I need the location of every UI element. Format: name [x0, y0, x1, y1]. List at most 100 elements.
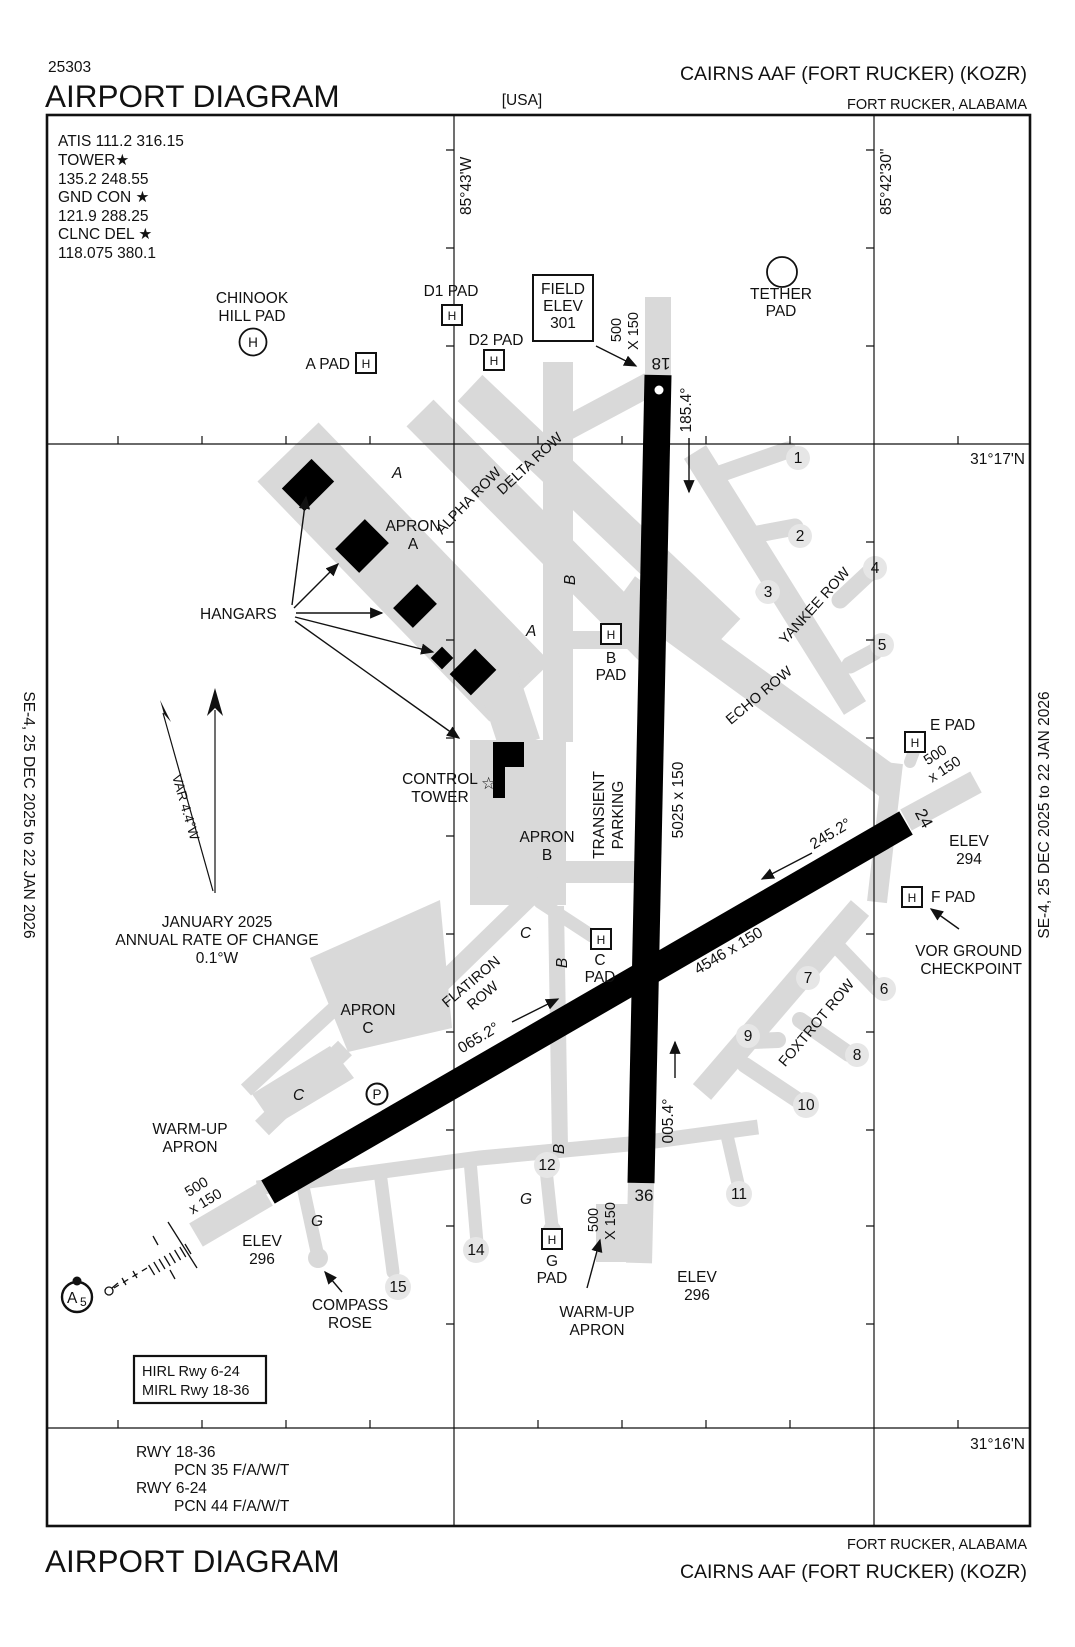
magnetic-north-line: [162, 712, 214, 892]
b-pad-label-2: PAD: [596, 667, 627, 684]
rwy36-number: 36: [635, 1186, 654, 1205]
apron-b-l2: B: [542, 847, 552, 864]
f-pad-icon: H: [901, 886, 923, 908]
svg-text:4: 4: [871, 560, 880, 577]
overrun18-l1: 500: [609, 318, 625, 342]
svg-text:G: G: [520, 1191, 532, 1208]
right-margin-dates: SE-4, 25 DEC 2025 to 22 JAN 2026: [1036, 691, 1053, 938]
footer-airport-title: CAIRNS AAF (FORT RUCKER) (KOZR): [680, 1561, 1027, 1583]
chinook-helipad-icon: H: [238, 327, 268, 357]
lon-left-label: 85°43'W: [458, 156, 475, 215]
apron-c-l1: APRON: [340, 1002, 395, 1019]
overrun24-label: 500 x 150: [921, 742, 964, 786]
elev6-l2: 296: [249, 1251, 275, 1268]
field-elev-3: 301: [550, 315, 576, 332]
annotation-arrows: [291, 345, 960, 1293]
svg-text:3: 3: [764, 584, 773, 601]
apron-c-l2: C: [362, 1020, 373, 1037]
apron-c-area: [310, 900, 452, 1052]
svg-text:15: 15: [389, 1279, 406, 1296]
svg-text:C: C: [520, 925, 532, 942]
svg-text:C: C: [293, 1087, 305, 1104]
hangars-label: HANGARS: [200, 606, 277, 623]
elev36-l2: 296: [684, 1287, 710, 1304]
control-tower-star-icon: ☆: [481, 774, 496, 793]
svg-text:11: 11: [731, 1186, 747, 1203]
warmup-south-area: [596, 1204, 634, 1262]
e-pad-icon: H: [904, 731, 926, 753]
tether-pad-label-2: PAD: [766, 303, 797, 320]
compass-rose-arrow: [324, 1270, 343, 1293]
rwy6-overrun: [189, 1182, 273, 1247]
svg-text:RWY 6-24: RWY 6-24: [136, 1480, 207, 1497]
svg-text:PCN 44 F/A/W/T: PCN 44 F/A/W/T: [174, 1498, 290, 1515]
svg-text:PCN 35 F/A/W/T: PCN 35 F/A/W/T: [174, 1462, 290, 1479]
g-pad-label-1: G: [546, 1253, 558, 1270]
taxiway-g: [256, 1119, 760, 1196]
svg-text:H: H: [448, 309, 457, 323]
field-elev-arrow: [595, 345, 638, 367]
warmup-south-l1: WARM-UP: [559, 1304, 634, 1321]
hangars-arrows: [291, 495, 311, 606]
compass-rose-l2: ROSE: [328, 1315, 372, 1332]
svg-text:H: H: [362, 357, 371, 371]
lat-top-label: 31°17'N: [970, 451, 1025, 468]
mirl-line: MIRL Rwy 18-36: [142, 1383, 249, 1399]
lighting-info-box: HIRL Rwy 6-24 MIRL Rwy 18-36: [132, 1354, 268, 1405]
svg-text:H: H: [607, 628, 616, 642]
lat-bottom-label: 31°16'N: [970, 1436, 1025, 1453]
country-tag: [USA]: [502, 92, 542, 109]
page-title: AIRPORT DIAGRAM: [45, 78, 340, 114]
rwy24-overrun: [900, 771, 982, 831]
svg-text:10: 10: [797, 1097, 815, 1114]
chart-number: 25303: [48, 59, 91, 76]
apron-link: [478, 671, 540, 752]
rwy36-overrun: [626, 1182, 654, 1264]
helipad-symbols: H H H H H H H H H P: [238, 256, 926, 1250]
e-pad-label: E PAD: [930, 717, 975, 734]
echo-row-taxiway: [614, 576, 901, 797]
compass-pad-spot: [308, 1248, 328, 1268]
tower-freq: 135.2 248.55: [58, 171, 149, 188]
frequency-block: ATIS 111.2 316.15 TOWER★ 135.2 248.55 GN…: [58, 133, 184, 262]
runway-6-24: [261, 811, 913, 1204]
svg-text:P: P: [372, 1087, 381, 1102]
page-footer: AIRPORT DIAGRAM FORT RUCKER, ALABAMA CAI…: [45, 1537, 1027, 1583]
control-tower-building: [493, 742, 524, 798]
warmup-south-l2: APRON: [569, 1322, 624, 1339]
map-labels: ATIS 111.2 316.15 TOWER★ 135.2 248.55 GN…: [58, 133, 1025, 1515]
footer-page-title: AIRPORT DIAGRAM: [45, 1543, 340, 1579]
true-north-arrowhead-icon: [207, 688, 223, 716]
d2-pad-label: D2 PAD: [469, 332, 524, 349]
b-pad-icon: H: [600, 623, 622, 645]
control-tower-l1: CONTROL: [402, 771, 478, 788]
chinook-h: H: [248, 335, 258, 350]
runway-18-threshold-dot: [654, 385, 664, 395]
north-variation-group: VAR 4.4°W JANUARY 2025 ANNUAL RATE OF CH…: [115, 688, 319, 967]
connector-north: [554, 373, 656, 443]
f-pad-label: F PAD: [931, 889, 976, 906]
a-pad-icon: H: [355, 352, 377, 374]
svg-text:B: B: [554, 958, 571, 968]
taxiway-network: [189, 297, 982, 1279]
clnc-freq: 118.075 380.1: [58, 245, 156, 262]
svg-text:PARKING: PARKING: [610, 781, 627, 850]
page-header: 25303 AIRPORT DIAGRAM [USA] CAIRNS AAF (…: [45, 59, 1027, 114]
taxiway-g-stubs: [295, 1124, 746, 1279]
clnc-label: CLNC DEL ★: [58, 226, 152, 243]
hirl-line: HIRL Rwy 6-24: [142, 1364, 240, 1380]
pcn-block: RWY 18-36 PCN 35 F/A/W/T RWY 6-24 PCN 44…: [136, 1444, 290, 1515]
taxiway-numbers: 1 2 3 4 5 6 7 8 9 10 11 12 14 15: [389, 450, 888, 1296]
apron-a-l2: A: [408, 536, 419, 553]
svg-text:A: A: [525, 623, 536, 640]
b-pad-label-1: B: [606, 650, 616, 667]
heading-065-arrow: [511, 998, 560, 1023]
g-pad-label-2: PAD: [537, 1270, 568, 1287]
field-elev-1: FIELD: [541, 281, 585, 298]
tower-label: TOWER★: [58, 152, 129, 169]
hangars-arrow-5: [294, 620, 461, 739]
variation-rate-2: 0.1°W: [196, 950, 239, 967]
d1-pad-icon: H: [441, 304, 463, 326]
warmup-west-l2: APRON: [162, 1139, 217, 1156]
